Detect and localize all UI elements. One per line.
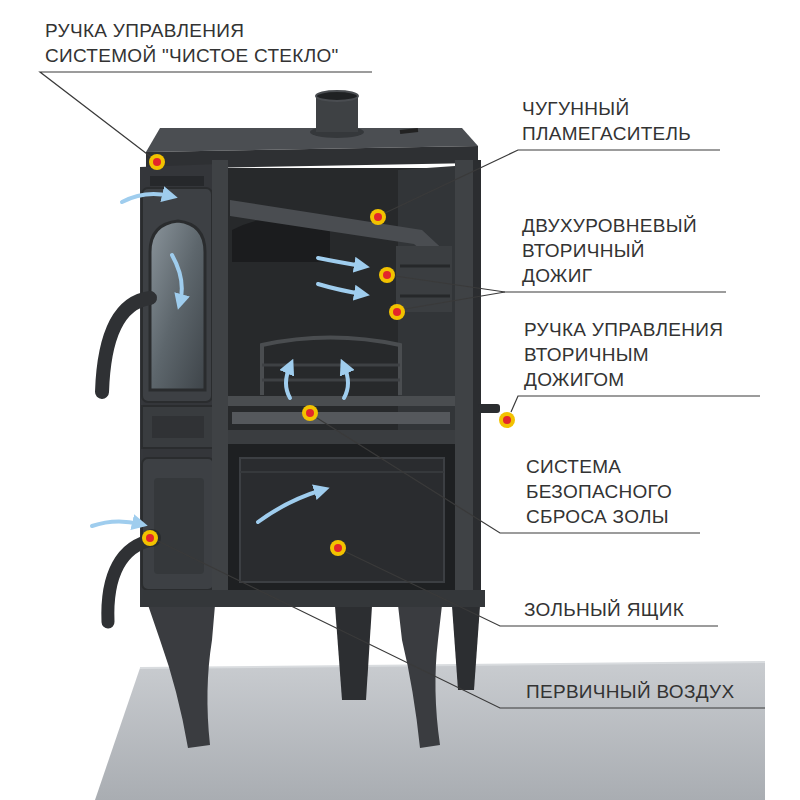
callout-dot xyxy=(370,209,386,225)
door-handle xyxy=(108,540,152,622)
door-panel xyxy=(152,416,204,438)
side-panel xyxy=(140,164,218,606)
air-slot xyxy=(150,176,204,186)
callout-label: РУЧКА УПРАВЛЕНИЯ СИСТЕМОЙ "ЧИСТОЕ СТЕКЛО… xyxy=(45,18,341,68)
stove-leg xyxy=(335,606,372,700)
door-panel xyxy=(142,406,214,448)
frame-pillar xyxy=(455,160,473,605)
grate-bar xyxy=(262,379,400,382)
stove-leg xyxy=(452,606,480,690)
frame-pillar xyxy=(212,160,228,605)
callout-dot xyxy=(393,308,401,316)
leader-line xyxy=(395,276,726,292)
secondary-air-lever xyxy=(478,404,500,413)
stove-legs xyxy=(148,605,480,748)
leader-line xyxy=(385,150,720,213)
leader-line xyxy=(511,396,760,412)
ash-door xyxy=(142,458,214,590)
divider-shelf xyxy=(212,430,474,444)
floor-edge xyxy=(140,662,765,668)
grate xyxy=(228,396,455,406)
air-tube xyxy=(400,295,450,298)
base-rim xyxy=(140,590,485,607)
callout-label: ЧУГУННЫЙ ПЛАМЕГАСИТЕЛЬ xyxy=(522,96,525,146)
air-arrow xyxy=(258,490,322,522)
callout-dot xyxy=(149,154,165,170)
air-tube xyxy=(400,265,450,268)
leader-line xyxy=(40,72,372,157)
callout-dots xyxy=(142,154,515,556)
callout-dot xyxy=(379,267,395,283)
callout-dot xyxy=(383,271,391,279)
callout-dot xyxy=(302,405,318,421)
grate-basket xyxy=(262,338,400,396)
callout-dot xyxy=(334,544,342,552)
air-arrow xyxy=(344,366,348,398)
stove-leg xyxy=(148,605,215,748)
air-arrow xyxy=(172,255,182,302)
leader-lines xyxy=(40,72,765,708)
air-knob xyxy=(143,529,161,547)
door-handle xyxy=(102,298,150,392)
leader-line xyxy=(317,418,700,533)
ash-box xyxy=(240,471,444,473)
air-arrow xyxy=(318,258,362,266)
air-arrow xyxy=(318,284,362,294)
leader-line xyxy=(158,541,765,708)
callout-label: РУЧКА УПРАВЛЕНИЯ ВТОРИЧНЫМ ДОЖИГОМ xyxy=(524,317,726,392)
door-glass xyxy=(150,221,205,390)
callout-dot xyxy=(306,409,314,417)
air-arrow xyxy=(122,194,170,202)
ash-dump-plate xyxy=(232,412,450,424)
callout-dot xyxy=(503,416,511,424)
callout-dot xyxy=(389,304,405,320)
leader-line xyxy=(405,292,505,309)
ash-box xyxy=(240,458,444,582)
callout-label: ПЕРВИЧНЫЙ ВОЗДУХ xyxy=(526,679,736,704)
callout-label: СИСТЕМА БЕЗОПАСНОГО СБРОСА ЗОЛЫ xyxy=(526,454,671,529)
air-flow-arrows xyxy=(92,194,362,526)
grate-bar xyxy=(262,364,400,367)
air-arrow xyxy=(286,366,290,398)
callout-dot xyxy=(146,534,154,542)
callout-dot xyxy=(499,412,515,428)
callout-dot xyxy=(153,158,161,166)
callout-dot xyxy=(374,213,382,221)
top-latch xyxy=(400,130,418,132)
callout-label: ЗОЛЬНЫЙ ЯЩИК xyxy=(524,597,686,622)
callout-dot xyxy=(330,540,346,556)
flue-opening xyxy=(316,91,358,101)
callout-label: ДВУХУРОВНЕВЫЙ ВТОРИЧНЫЙ ДОЖИГ xyxy=(522,213,525,288)
ash-chamber xyxy=(228,444,455,590)
leader-line xyxy=(346,552,718,626)
air-arrow xyxy=(92,521,140,526)
side-edge xyxy=(473,160,481,605)
callout-dot xyxy=(142,530,158,546)
